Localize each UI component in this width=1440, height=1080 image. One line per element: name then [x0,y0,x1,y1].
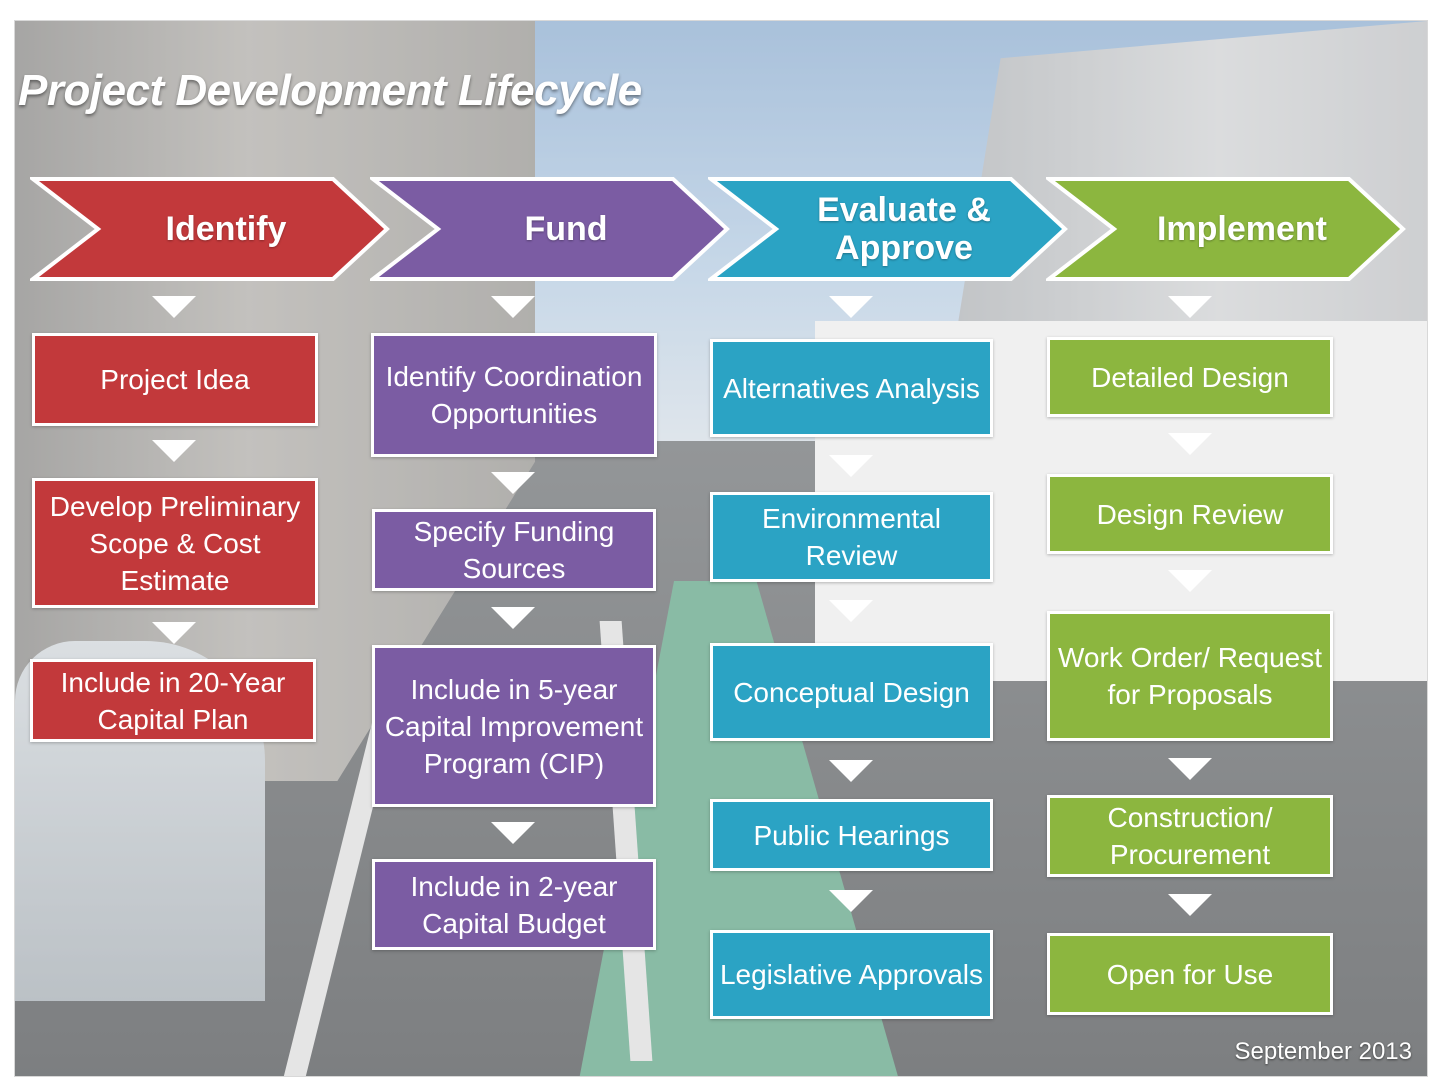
step-cip: Include in 5-year Capital Improvement Pr… [372,645,656,807]
step-work-order: Work Order/ Request for Proposals [1047,611,1333,741]
down-arrow-icon [152,622,196,644]
down-arrow-icon [491,607,535,629]
step-environmental-review: Environmental Review [710,492,993,582]
chevron-arrow-icon [30,177,390,281]
page-title: Project Development Lifecycle [18,66,642,115]
down-arrow-icon [829,600,873,622]
stage-label-fund: Fund [524,210,608,248]
stage-label-implement: Implement [1156,210,1328,248]
down-arrow-icon [1168,296,1212,318]
step-legislative-approvals: Legislative Approvals [710,930,993,1019]
down-arrow-icon [829,890,873,912]
stage-arrow-implement: Implement [1046,176,1408,282]
stage-arrow-evaluate-approve: Evaluate & Approve [708,176,1070,282]
down-arrow-icon [829,760,873,782]
step-funding-sources: Specify Funding Sources [372,509,656,591]
step-capital-budget: Include in 2-year Capital Budget [372,859,656,950]
chevron-arrow-icon [708,177,1068,281]
step-20-year-plan: Include in 20-Year Capital Plan [30,659,316,742]
down-arrow-icon [152,296,196,318]
stage-label-identify: Identify [165,210,287,248]
step-coordination: Identify Coordination Opportunities [371,333,657,457]
step-public-hearings: Public Hearings [710,799,993,871]
step-conceptual-design: Conceptual Design [710,643,993,741]
down-arrow-icon [152,440,196,462]
step-construction: Construction/ Procurement [1047,795,1333,877]
chevron-arrow-icon [370,177,730,281]
chevron-arrow-icon [1046,177,1406,281]
step-design-review: Design Review [1047,474,1333,554]
down-arrow-icon [829,455,873,477]
down-arrow-icon [491,296,535,318]
date-label: September 2013 [1234,1038,1412,1065]
stage-arrow-fund: Fund [370,176,732,282]
down-arrow-icon [1168,894,1212,916]
down-arrow-icon [1168,433,1212,455]
step-open-for-use: Open for Use [1047,933,1333,1015]
down-arrow-icon [491,822,535,844]
step-preliminary-scope: Develop Preliminary Scope & Cost Estimat… [32,478,318,608]
down-arrow-icon [491,472,535,494]
down-arrow-icon [829,296,873,318]
down-arrow-icon [1168,758,1212,780]
step-alternatives-analysis: Alternatives Analysis [710,339,993,437]
stage-label-evaluate-approve: Evaluate & Approve [817,191,991,267]
step-detailed-design: Detailed Design [1047,337,1333,417]
down-arrow-icon [1168,570,1212,592]
stage-arrow-identify: Identify [30,176,392,282]
step-project-idea: Project Idea [32,333,318,426]
